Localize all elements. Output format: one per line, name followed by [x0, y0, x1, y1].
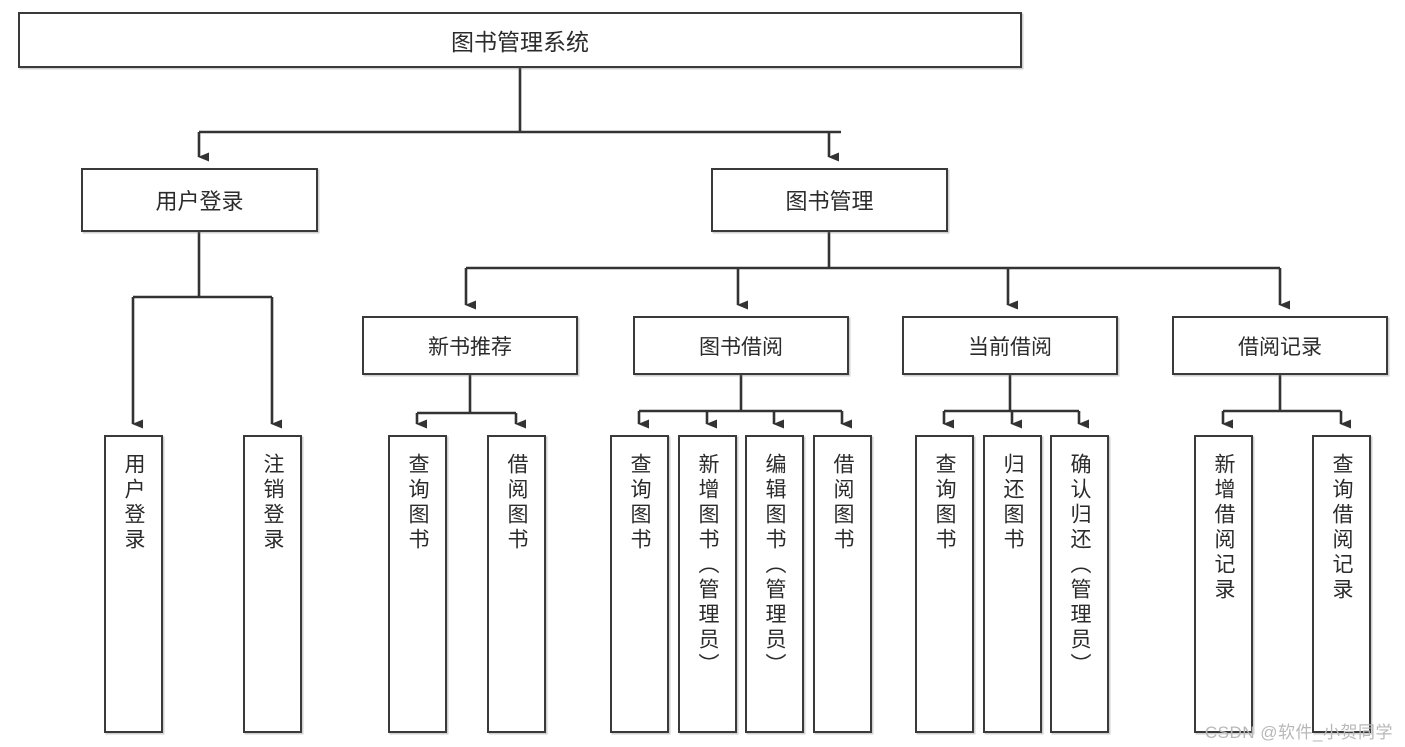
node-label: 编辑图书（管理员）	[763, 453, 786, 678]
leaf-return-book[interactable]: 归还图书	[983, 435, 1042, 733]
leaf-edit-book-admin[interactable]: 编辑图书（管理员）	[745, 435, 804, 733]
leaf-user-login[interactable]: 用户登录	[104, 435, 163, 733]
node-label: 归还图书	[1001, 453, 1024, 553]
node-borrow-record[interactable]: 借阅记录	[1172, 316, 1388, 375]
node-root[interactable]: 图书管理系统	[18, 12, 1022, 68]
node-label: 查询图书	[628, 453, 651, 553]
node-current-borrow[interactable]: 当前借阅	[902, 316, 1118, 375]
node-label: 借阅图书	[505, 453, 528, 553]
node-label: 借阅记录	[1238, 335, 1322, 359]
node-label: 查询借阅记录	[1330, 453, 1353, 603]
leaf-query-borrow-record[interactable]: 查询借阅记录	[1312, 435, 1371, 733]
node-label: 查询图书	[933, 453, 956, 553]
node-user-login[interactable]: 用户登录	[81, 168, 318, 232]
leaf-add-borrow-record[interactable]: 新增借阅记录	[1194, 435, 1253, 733]
node-label: 新书推荐	[428, 335, 512, 359]
node-book-borrow[interactable]: 图书借阅	[633, 316, 849, 375]
leaf-query-book-recommend[interactable]: 查询图书	[388, 435, 447, 733]
leaf-query-book-current[interactable]: 查询图书	[915, 435, 974, 733]
leaf-add-book-admin[interactable]: 新增图书（管理员）	[678, 435, 737, 733]
node-label: 图书管理系统	[451, 29, 589, 55]
node-new-book-recommend[interactable]: 新书推荐	[362, 316, 578, 375]
node-label: 查询图书	[406, 453, 429, 553]
node-label: 用户登录	[155, 189, 244, 214]
leaf-confirm-return-admin[interactable]: 确认归还（管理员）	[1050, 435, 1109, 733]
node-label: 注销登录	[261, 453, 284, 553]
leaf-borrow-book[interactable]: 借阅图书	[813, 435, 872, 733]
leaf-query-book-borrow[interactable]: 查询图书	[610, 435, 669, 733]
node-label: 新增借阅记录	[1212, 453, 1235, 603]
node-label: 确认归还（管理员）	[1068, 453, 1091, 678]
node-label: 新增图书（管理员）	[696, 453, 719, 678]
node-label: 用户登录	[122, 453, 145, 553]
node-book-management[interactable]: 图书管理	[711, 168, 948, 232]
node-label: 当前借阅	[968, 335, 1052, 359]
leaf-logout[interactable]: 注销登录	[243, 435, 302, 733]
watermark: CSDN @软件_小贺同学	[1204, 723, 1393, 742]
leaf-borrow-book-recommend[interactable]: 借阅图书	[487, 435, 546, 733]
node-label: 图书借阅	[699, 335, 783, 359]
node-label: 图书管理	[785, 189, 874, 214]
node-label: 借阅图书	[831, 453, 854, 553]
